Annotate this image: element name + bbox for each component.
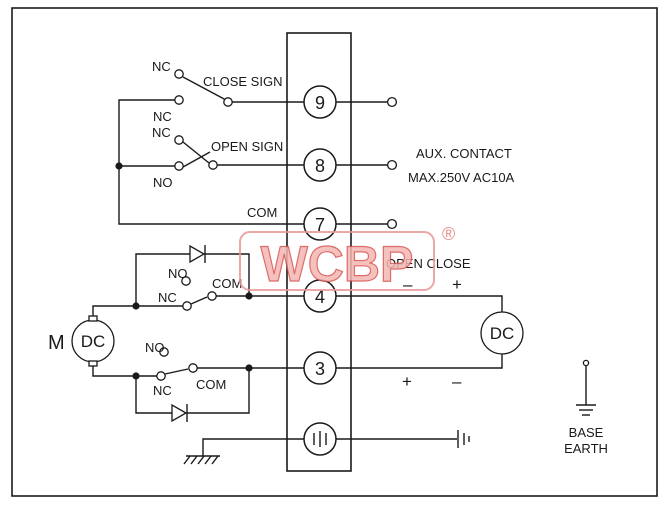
open-sign-label: OPEN SIGN	[211, 139, 283, 154]
nc-label-4: NC	[158, 290, 177, 305]
ground-hatch	[190, 455, 198, 465]
earth-label: EARTH	[564, 441, 608, 456]
dc-supply-circle	[480, 311, 524, 355]
ground-hatch	[211, 455, 219, 465]
motor-brush-top	[88, 315, 98, 322]
nc-label-9b: NC	[153, 109, 172, 124]
terminal-3-label: 3	[315, 359, 325, 379]
terminal-8-label: 8	[315, 156, 325, 176]
aux-output-8	[386, 159, 398, 171]
watermark-frame	[239, 231, 435, 291]
nc-contact-3	[156, 371, 166, 381]
pivot-9	[223, 97, 233, 107]
motor-dc-label: DC	[81, 332, 106, 351]
switch-arm-4	[190, 296, 208, 305]
nc-label-8: NC	[152, 125, 171, 140]
no-contact-4	[181, 276, 191, 286]
com-label-3: COM	[196, 377, 226, 392]
switch-arm-8b	[182, 141, 210, 164]
terminal-9-label: 9	[315, 93, 325, 113]
junction-dot	[245, 292, 253, 300]
ground-hatch	[197, 455, 205, 465]
base-label: BASE	[569, 425, 604, 440]
nc-contact-8	[174, 135, 184, 145]
motor-wire-top	[92, 305, 136, 316]
junction-dot	[115, 162, 123, 170]
registered-mark: ®	[442, 224, 455, 244]
terminal-9	[303, 85, 337, 119]
junction-dot	[245, 364, 253, 372]
aux-common-bus	[118, 99, 305, 225]
no-contact-8	[174, 161, 184, 171]
plus-open: +	[402, 372, 412, 391]
switch-arm-9	[182, 76, 227, 101]
junction-dot	[132, 372, 140, 380]
no-label-3: NO	[145, 340, 165, 355]
dc-wire-bottom	[335, 352, 503, 369]
no-label-8: NO	[153, 175, 173, 190]
dc-wire-top	[335, 295, 503, 312]
diode-wire-bottom-right	[187, 368, 250, 414]
motor-brush-bottom	[88, 360, 98, 367]
no-contact-3	[159, 347, 169, 357]
pivot-8	[208, 160, 218, 170]
terminal-4	[303, 279, 337, 313]
plus-close: +	[452, 275, 462, 294]
com-label-4: COM	[212, 276, 242, 291]
base-earth-point	[582, 359, 590, 367]
minus-close: –	[452, 372, 462, 391]
dc-supply-label: DC	[490, 324, 515, 343]
aux-output-9	[386, 96, 398, 108]
motor-wire-bottom	[92, 366, 136, 377]
diode-wire-top-right	[205, 253, 250, 296]
terminal-4-label: 4	[315, 287, 325, 307]
ground-wire-left	[202, 438, 304, 456]
terminal-7-label: 7	[315, 215, 325, 235]
open-close-label: OPEN CLOSE	[386, 256, 471, 271]
nc-label-9: NC	[152, 59, 171, 74]
com-label-7: COM	[247, 205, 277, 220]
nc-label-3: NC	[153, 383, 172, 398]
nc-contact-4	[182, 301, 192, 311]
motor-m-label: M	[48, 332, 65, 354]
terminal-3	[303, 351, 337, 385]
switch-arm-3	[164, 368, 189, 375]
pivot-3	[188, 363, 198, 373]
close-sign-label: CLOSE SIGN	[203, 74, 282, 89]
aux-contact-label: AUX. CONTACT	[416, 146, 512, 161]
junction-dot	[132, 302, 140, 310]
terminal-block	[286, 32, 352, 472]
pivot-4	[207, 291, 217, 301]
diagram-frame	[11, 7, 658, 497]
aux-output-7	[386, 218, 398, 230]
ground-hatch	[204, 455, 212, 465]
switch-arm-8	[182, 151, 211, 168]
nc-contact-9	[174, 69, 184, 79]
diode-bottom	[171, 403, 188, 423]
terminal-8	[303, 148, 337, 182]
diode-top	[189, 244, 206, 264]
diode-wire-top-left	[135, 253, 190, 306]
minus-open: –	[403, 275, 413, 294]
no-label-4: NO	[168, 266, 188, 281]
diode-wire-bottom-left	[135, 376, 172, 414]
wcbp-watermark-logo: WCBP ®	[239, 224, 455, 293]
no-contact-9	[174, 95, 184, 105]
aux-rating-label: MAX.250V AC10A	[408, 170, 515, 185]
ground-hatch	[183, 455, 191, 465]
watermark-text: WCBP	[261, 236, 414, 292]
